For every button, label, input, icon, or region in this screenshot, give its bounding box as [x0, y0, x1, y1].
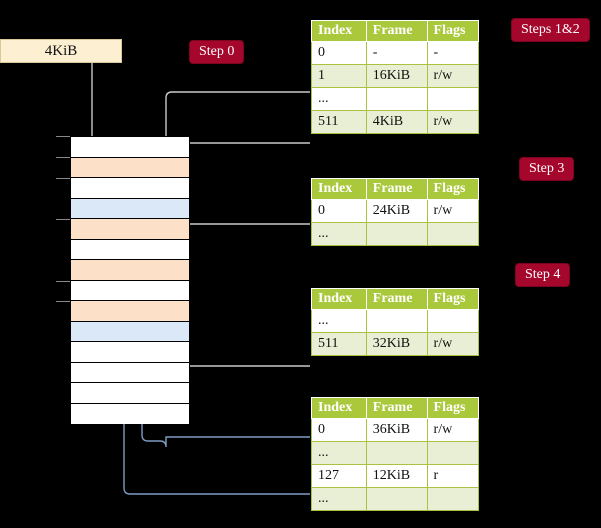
- column-header-index: Index: [311, 20, 367, 42]
- memory-tick: [56, 219, 71, 220]
- memory-row: [71, 178, 189, 199]
- cell-flags: [426, 87, 480, 111]
- physical-memory-column: [70, 136, 190, 424]
- memory-tick: [56, 178, 71, 179]
- column-header-flags: Flags: [426, 397, 480, 419]
- memory-row: [71, 219, 189, 240]
- cell-flags: [426, 309, 480, 333]
- memory-row: [71, 157, 189, 178]
- badge-step-0: Step 0: [190, 41, 244, 63]
- memory-tick: [56, 136, 71, 137]
- cell-frame: 4KiB: [365, 110, 428, 134]
- cell-flags: r/w: [426, 418, 480, 442]
- column-header-flags: Flags: [426, 20, 480, 42]
- column-header-flags: Flags: [426, 178, 480, 200]
- column-header-frame: Frame: [365, 397, 428, 419]
- cell-flags: r: [426, 464, 480, 488]
- table-row: ...: [311, 309, 480, 333]
- cell-frame: 36KiB: [365, 418, 428, 442]
- cell-flags: -: [426, 41, 480, 65]
- cell-index: 1: [311, 64, 367, 88]
- cell-index: 511: [311, 332, 367, 356]
- cell-index: 0: [311, 418, 367, 442]
- cell-frame: 16KiB: [365, 64, 428, 88]
- wire-memory-to-t4r0: [141, 330, 310, 448]
- memory-row: [71, 321, 189, 342]
- cell-index: 0: [311, 41, 367, 65]
- cell-flags: r/w: [426, 199, 480, 223]
- cell-frame: 12KiB: [365, 464, 428, 488]
- badge-step-4: Step 4: [516, 264, 570, 286]
- table-row: ...: [311, 222, 480, 246]
- cell-frame: 24KiB: [365, 199, 428, 223]
- memory-row: [71, 280, 189, 301]
- cell-flags: [426, 222, 480, 246]
- cell-index: 127: [311, 464, 367, 488]
- memory-row: [71, 403, 189, 424]
- cell-frame: [365, 487, 428, 511]
- memory-row: [71, 383, 189, 404]
- memory-tick: [56, 157, 71, 158]
- cell-flags: [426, 441, 480, 465]
- memory-tick: [56, 301, 71, 302]
- column-header-index: Index: [311, 397, 367, 419]
- column-header-frame: Frame: [365, 20, 428, 42]
- cell-flags: r/w: [426, 64, 480, 88]
- wire-memory-to-t4r127: [123, 330, 310, 495]
- cell-flags: [426, 487, 480, 511]
- cell-index: ...: [311, 309, 367, 333]
- cell-flags: r/w: [426, 332, 480, 356]
- cell-frame: [365, 222, 428, 246]
- memory-row: [71, 362, 189, 383]
- memory-row: [71, 137, 189, 158]
- cell-index: 511: [311, 110, 367, 134]
- wire-t2r0-to-memory: [177, 223, 310, 253]
- cell-index: 0: [311, 199, 367, 223]
- cell-frame: -: [365, 41, 428, 65]
- cell-frame: 32KiB: [365, 332, 428, 356]
- cell-frame: [365, 441, 428, 465]
- column-header-index: Index: [311, 178, 367, 200]
- column-header-frame: Frame: [365, 178, 428, 200]
- cell-flags: r/w: [426, 110, 480, 134]
- memory-tick: [56, 281, 71, 282]
- table-row: 0--: [311, 41, 480, 65]
- column-header-flags: Flags: [426, 288, 480, 310]
- column-header-frame: Frame: [365, 288, 428, 310]
- cell-index: ...: [311, 441, 367, 465]
- cell-frame: [365, 309, 428, 333]
- cell-index: ...: [311, 487, 367, 511]
- memory-row: [71, 198, 189, 219]
- memory-row: [71, 239, 189, 260]
- memory-row: [71, 342, 189, 363]
- table-row: ...: [311, 441, 480, 465]
- table-row: ...: [311, 487, 480, 511]
- memory-row: [71, 301, 189, 322]
- page-frame-box: 4KiB: [0, 39, 122, 63]
- wire-t3r511-to-memory: [173, 314, 310, 367]
- cell-index: ...: [311, 87, 367, 111]
- column-header-index: Index: [311, 288, 367, 310]
- memory-row: [71, 260, 189, 281]
- badge-step-3: Step 3: [520, 158, 574, 180]
- cell-frame: [365, 87, 428, 111]
- badge-steps-1-2: Steps 1&2: [512, 19, 589, 41]
- cell-index: ...: [311, 222, 367, 246]
- table-row: ...: [311, 87, 480, 111]
